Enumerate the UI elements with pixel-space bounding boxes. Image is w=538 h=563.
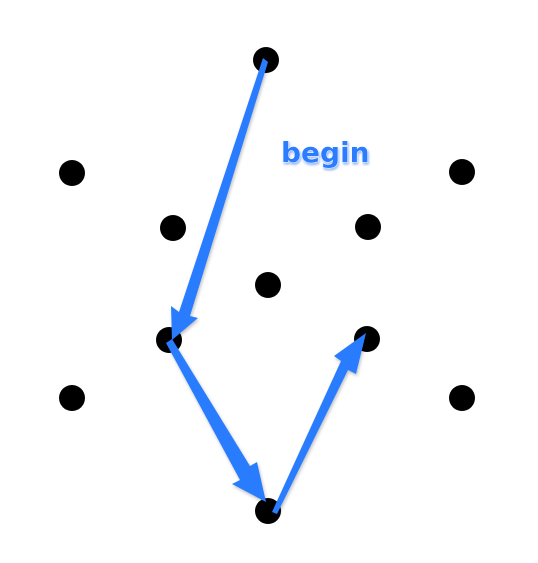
dot-left-outer-upper [59, 160, 85, 186]
dot-center [255, 272, 281, 298]
dot-left-inner-upper [160, 215, 186, 241]
dot-right-inner-upper [355, 214, 381, 240]
arrow-1 [171, 58, 268, 340]
begin-label: begin [281, 136, 370, 169]
arrow-2 [166, 339, 266, 502]
arrows-group [166, 58, 366, 514]
arrow-3 [272, 333, 366, 514]
dots-group [59, 47, 475, 524]
dot-left-outer-lower [59, 385, 85, 411]
dot-bottom-center [255, 498, 281, 524]
dot-right-outer-upper [449, 159, 475, 185]
dot-top-center [253, 47, 279, 73]
dot-right-outer-lower [449, 385, 475, 411]
